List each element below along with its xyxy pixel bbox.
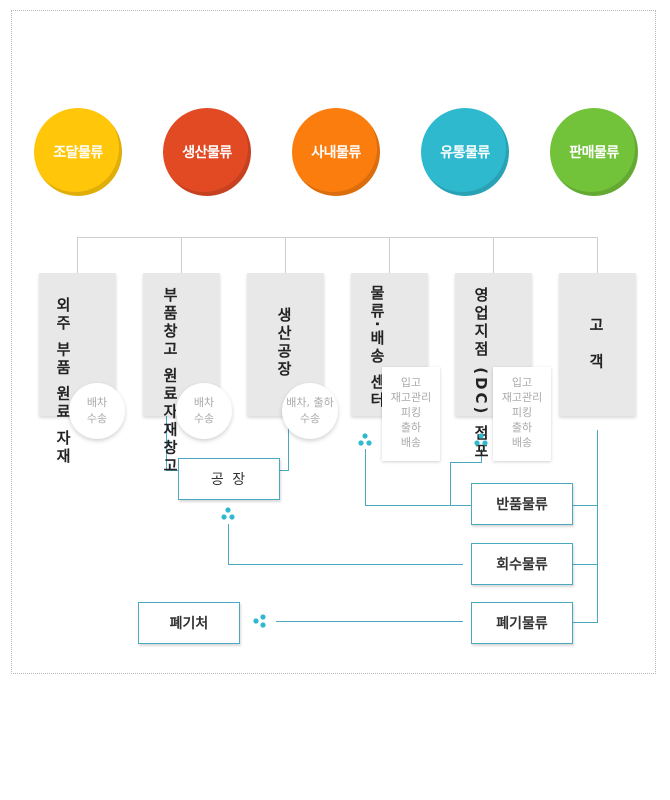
category-label: 사내물류 — [311, 145, 361, 161]
bracket-tick — [389, 237, 390, 273]
recovery-logistics-box: 회수물류 — [471, 543, 573, 585]
connector — [481, 449, 482, 463]
dispatch-bubble: 배차 수송 — [176, 383, 232, 439]
bracket-tick — [493, 237, 494, 273]
category-label: 유통물류 — [440, 145, 490, 161]
category-label: 생산물류 — [182, 145, 232, 161]
connector — [597, 430, 598, 623]
connector — [365, 449, 366, 506]
connector — [365, 505, 471, 506]
cluster-dots-icon — [358, 433, 372, 446]
node-card-customer: 고 객 — [559, 273, 636, 416]
diagram-frame — [11, 10, 656, 674]
category-label: 판매물류 — [569, 145, 619, 161]
bracket-tick — [77, 237, 78, 273]
category-circle-production: 생산물류 — [163, 108, 251, 196]
connector — [450, 462, 451, 506]
return-logistics-box: 반품물류 — [471, 483, 573, 525]
bracket-tick — [597, 237, 598, 273]
category-circle-sales: 판매물류 — [550, 108, 638, 196]
connector — [279, 470, 289, 471]
dispatch-bubble: 배차 수송 — [69, 383, 125, 439]
cluster-dots-icon — [253, 614, 266, 628]
connector — [276, 621, 463, 622]
connector — [288, 416, 289, 471]
cluster-dots-icon — [221, 507, 235, 520]
node-label: 생산공장 — [275, 307, 293, 379]
category-circle-internal: 사내물류 — [292, 108, 380, 196]
bracket-tick — [181, 237, 182, 273]
category-circle-distribution: 유통물류 — [421, 108, 509, 196]
connector — [573, 564, 598, 565]
bracket-tick — [285, 237, 286, 273]
node-card-parts-warehouse: 부품창고 원료자재창고 — [143, 273, 220, 475]
category-label: 조달물류 — [53, 145, 103, 161]
node-label: 고 객 — [587, 317, 605, 377]
node-label: 물류·배송 센터 — [368, 285, 386, 410]
disposal-site-box: 폐기처 — [138, 602, 240, 644]
bracket-line — [77, 237, 597, 238]
connector — [228, 524, 229, 564]
node-label: 영업지점 (DC) 점포 — [472, 287, 490, 461]
connector — [573, 505, 598, 506]
warehouse-tasks-note: 입고 재고관리 피킹 출하 배송 — [382, 367, 440, 461]
connector — [228, 564, 463, 565]
cluster-dots-icon — [474, 433, 488, 446]
connector — [450, 462, 482, 463]
category-circle-procurement: 조달물류 — [34, 108, 122, 196]
connector — [166, 470, 179, 471]
dispatch-shipping-bubble: 배차, 출하 수송 — [282, 383, 338, 439]
disposal-logistics-box: 폐기물류 — [471, 602, 573, 644]
connector — [573, 622, 598, 623]
factory-box: 공 장 — [178, 458, 280, 500]
connector — [166, 416, 167, 471]
warehouse-tasks-note: 입고 재고관리 피킹 출하 배송 — [493, 367, 551, 461]
node-label: 외주 부품 원료 자재 — [54, 297, 72, 466]
node-label: 부품창고 원료자재창고 — [161, 287, 179, 476]
